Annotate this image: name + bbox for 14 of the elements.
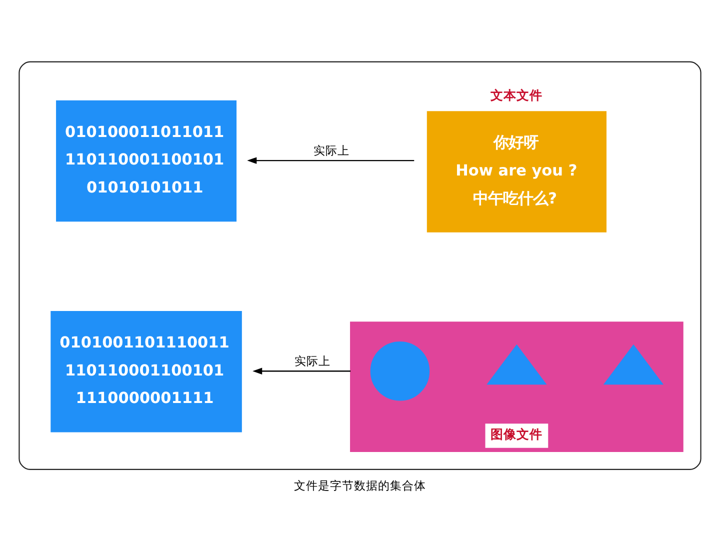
node-box: 010100011011011 110110001100101 01010101011	[56, 100, 237, 222]
node-triangle	[486, 344, 547, 385]
cluster: 图像文件	[350, 322, 684, 452]
arrow	[247, 157, 414, 164]
node-box: 你好呀 How are you ? 中午吃什么?	[426, 111, 606, 232]
caption: 文件是字节数据的集合体	[294, 478, 426, 493]
node-circle	[370, 342, 430, 401]
edge-label: 实际上	[294, 354, 330, 368]
node-label: 文本文件	[490, 88, 543, 103]
arrow	[252, 368, 351, 374]
node-triangle	[603, 344, 664, 385]
edge-label: 实际上	[313, 144, 350, 158]
cluster	[18, 61, 702, 470]
node-box: 0101001101110011 110110001100101 1110000001111	[50, 310, 242, 432]
